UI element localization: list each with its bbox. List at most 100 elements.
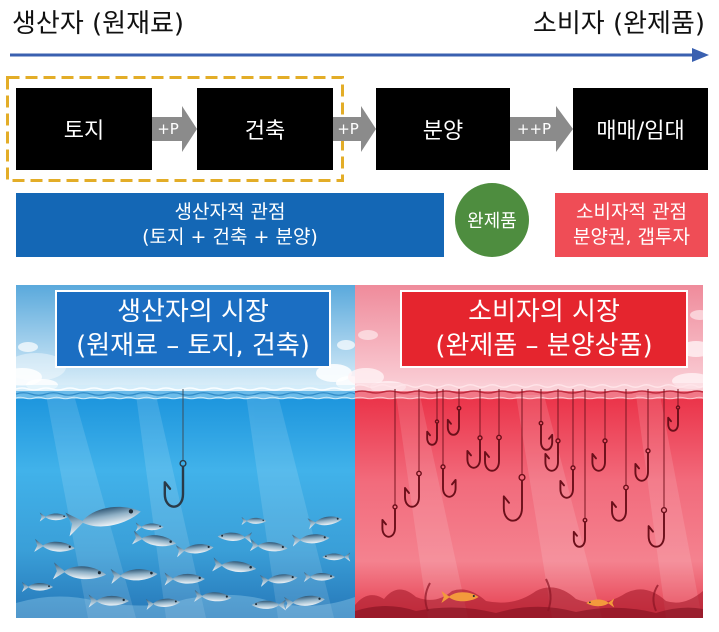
fish-body: [448, 592, 479, 602]
connector-construction-to-presale: +P: [333, 106, 376, 152]
light-ray: [516, 395, 602, 618]
fish-eye: [249, 565, 252, 569]
producer-market-label: 생산자의 시장 (원재료 – 토지, 건축): [55, 290, 331, 368]
fish-eye: [225, 595, 228, 598]
fish: [175, 544, 214, 558]
fish: [307, 516, 343, 530]
fish: [259, 574, 298, 587]
fish-eye: [63, 515, 65, 518]
fishing-hook: [634, 452, 649, 482]
surface-band: [16, 385, 355, 399]
fish-tail: [194, 589, 203, 602]
fish-eye: [318, 597, 321, 600]
connector-land-to-construction: +P: [152, 106, 197, 152]
light-ray: [246, 395, 334, 618]
fishing-hook: [381, 508, 396, 538]
fish-body: [42, 541, 75, 552]
consumer-hooks: [381, 389, 681, 548]
finished-product-badge: 완제품: [455, 183, 529, 257]
stage-label: 분양: [422, 119, 464, 144]
consumer-light-rays: [396, 395, 702, 618]
fish-tail: [241, 517, 248, 525]
value-chain-arrow: [10, 48, 709, 62]
fish-tail: [65, 512, 85, 537]
fish-body: [81, 506, 141, 527]
fish-tail: [164, 572, 174, 586]
fish-body: [152, 598, 181, 607]
fish: [132, 530, 177, 547]
light-ray: [396, 395, 468, 618]
fish-body: [172, 573, 205, 584]
cloud: [348, 368, 384, 386]
fish-body: [267, 574, 298, 584]
fish-tail: [278, 599, 286, 611]
fish-tail: [307, 518, 317, 530]
fish-eye: [207, 545, 210, 548]
connector-arrow-shape: [152, 106, 197, 152]
fish: [65, 506, 141, 537]
fish-eye: [255, 603, 258, 606]
connector-label: ++P: [516, 120, 552, 138]
stage-label: 매매/임대: [596, 119, 685, 144]
fish-body: [201, 592, 232, 602]
fish-body: [314, 516, 343, 526]
fish: [34, 538, 75, 552]
fishing-hook: [611, 489, 627, 522]
fish-tail: [607, 598, 615, 608]
fish-body: [299, 534, 330, 544]
connector-label: +P: [337, 120, 359, 138]
fish-eye: [122, 598, 125, 602]
stage-trade-lease: 매매/임대: [573, 88, 708, 170]
consumer-seaweed: [424, 578, 659, 612]
fish-tail: [292, 534, 301, 547]
fishing-hook: [540, 424, 554, 451]
fish-tail: [284, 596, 294, 610]
consumer-market-label: 소비자의 시장 (완제품 – 분양상품): [400, 290, 688, 368]
fishing-hook: [647, 511, 665, 548]
fish: [284, 595, 325, 610]
stage-land: 토지: [16, 88, 152, 170]
fishing-hook: [591, 442, 606, 472]
consumer-sea: [355, 391, 703, 618]
producer-market-title: 생산자의 시장: [117, 297, 269, 327]
fish-eye: [472, 594, 475, 598]
fish-body: [246, 517, 267, 524]
fish-body: [221, 561, 257, 573]
fish-eye: [325, 555, 327, 558]
fish-body: [141, 523, 164, 531]
stage-presale: 분양: [376, 88, 510, 170]
fish: [251, 599, 286, 611]
fish-eye: [291, 576, 294, 579]
fish-eye: [262, 519, 264, 522]
fish-eye: [159, 525, 161, 528]
fish: [212, 557, 257, 573]
consumer-market-title: 소비자의 시장: [468, 297, 620, 327]
consumer-perspective-detail: 분양권, 갭투자: [573, 226, 690, 248]
cloud: [370, 381, 406, 393]
fish: [292, 534, 330, 547]
fishing-hook: [484, 439, 500, 472]
fish-tail: [249, 539, 259, 552]
fish-tail: [110, 568, 122, 584]
fishing-hook: [404, 475, 420, 508]
fish-eye: [169, 540, 172, 543]
fish-body: [251, 600, 280, 609]
fishing-hook: [559, 469, 574, 499]
consumer-market-detail: (완제품 – 분양상품): [435, 331, 653, 361]
fishing-hook: [426, 422, 438, 446]
fish: [586, 598, 615, 608]
fish-eye: [221, 534, 224, 537]
fish: [39, 512, 68, 522]
surface-ripple: [354, 384, 703, 388]
finished-product-label: 완제품: [467, 211, 517, 232]
fish: [135, 522, 164, 532]
axis-start-label: 생산자 (원재료): [12, 9, 185, 39]
fish-body: [217, 532, 246, 541]
fish-body: [257, 542, 288, 552]
cloud: [690, 310, 703, 320]
producer-market-scene: [16, 285, 364, 618]
fish-tail: [132, 530, 143, 545]
producer-perspective-title: 생산자적 관점: [174, 201, 286, 223]
stage-label: 건축: [244, 119, 286, 144]
fish-tail: [212, 557, 223, 572]
